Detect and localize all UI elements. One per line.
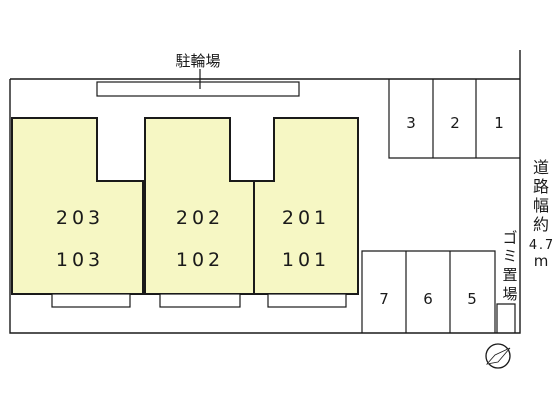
road-char-4: 約 [533,215,549,234]
bike-parking-label: 駐輪場 [175,52,220,70]
parking-space-3: 3 [406,114,416,132]
site-boundary [9,50,521,334]
balcony-left [51,293,131,308]
parking-bottom: 7 6 5 [361,250,496,333]
parking-space-1: 1 [494,114,504,132]
garbage-char-2: ミ [502,247,517,265]
garbage-char-4: 場 [502,285,517,303]
building-right [253,117,359,295]
road-char-1: 道 [533,158,549,177]
road-char-2: 路 [533,177,549,196]
road-char-7: 7 [545,238,553,253]
road-char-5: 4 [529,238,537,253]
garbage-area: ゴ ミ 置 場 [496,229,518,333]
garbage-char-3: 置 [502,266,517,284]
bike-parking-area [96,81,300,97]
unit-102: 102 [176,249,224,271]
unit-103: 103 [56,249,104,271]
parking-space-5: 5 [467,290,477,308]
balcony-middle [159,293,241,308]
parking-top: 3 2 1 [388,79,520,159]
garbage-char-1: ゴ [502,229,517,247]
unit-203: 203 [56,207,104,229]
parking-space-2: 2 [450,114,460,132]
parking-space-7: 7 [379,290,389,308]
road-char-3: 幅 [533,196,549,215]
unit-101: 101 [282,249,330,271]
road-width-label: 道 路 幅 約 4 . 7 m [529,158,553,270]
unit-202: 202 [176,207,224,229]
building-left [11,117,144,295]
road-char-8: m [534,252,549,270]
road-char-6: . [539,238,543,253]
balcony-right [267,293,347,308]
parking-space-6: 6 [423,290,433,308]
north-arrow-icon [485,343,511,369]
unit-201: 201 [282,207,330,229]
